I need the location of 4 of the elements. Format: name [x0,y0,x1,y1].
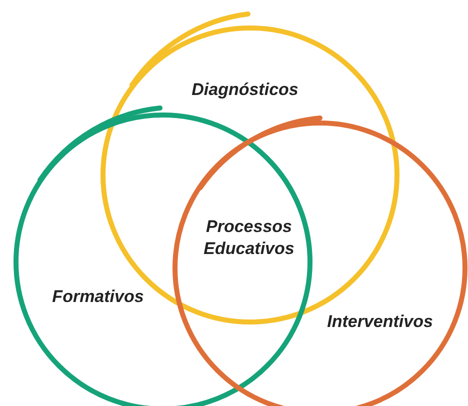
set-label: Interventivos [327,312,433,332]
overlap-label: Processos Educativos [202,216,296,260]
set-label: Formativos [52,287,144,307]
set-label: Diagnósticos [192,80,298,100]
